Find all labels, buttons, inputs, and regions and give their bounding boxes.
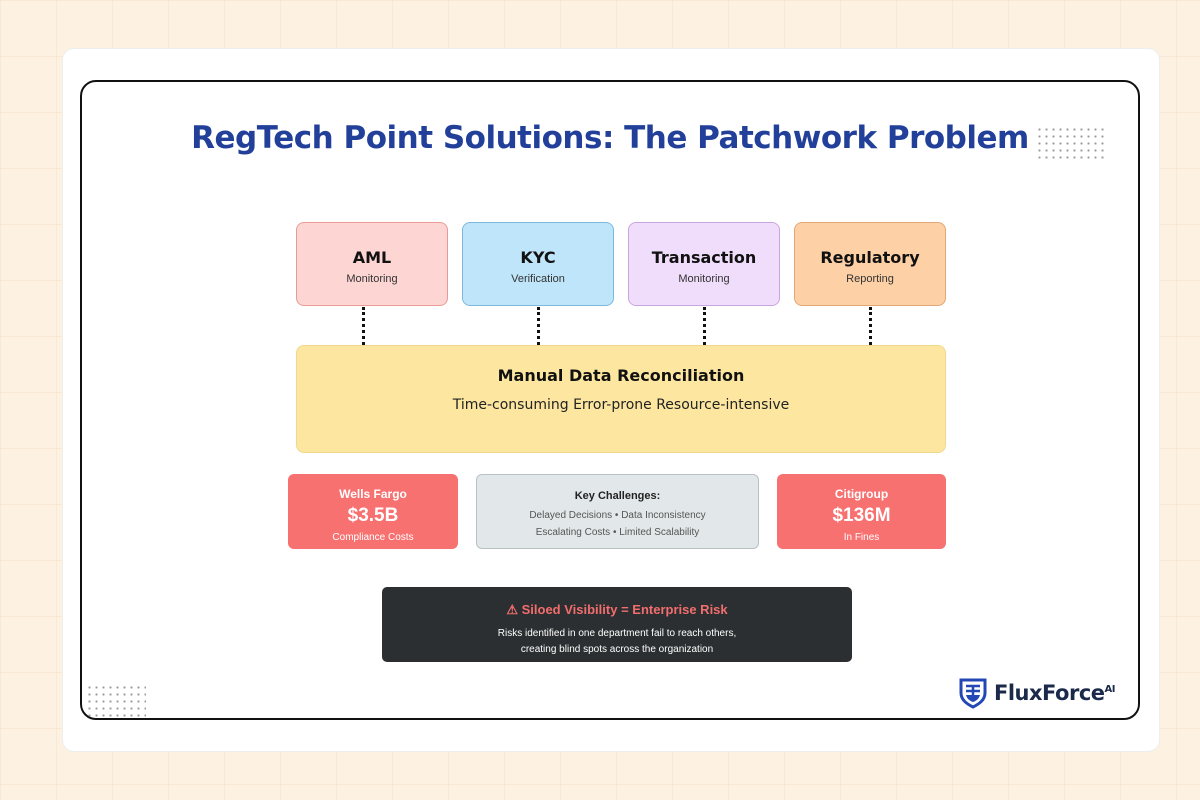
dotted-connector: [869, 307, 872, 345]
stat-label: Compliance Costs: [332, 532, 414, 543]
shield-icon: [959, 678, 987, 709]
stat-citigroup: Citigroup $136M In Fines: [777, 474, 946, 549]
module-title: Regulatory: [820, 248, 920, 267]
module-subtitle: Verification: [511, 273, 565, 285]
stat-label: In Fines: [843, 532, 880, 543]
stat-value: $3.5B: [347, 505, 399, 526]
module-subtitle: Monitoring: [678, 273, 730, 285]
module-subtitle: Reporting: [846, 273, 894, 285]
stat-company: Citigroup: [834, 487, 889, 501]
risk-callout: ⚠ Siloed Visibility = Enterprise Risk Ri…: [382, 587, 852, 662]
module-title: AML: [352, 248, 392, 267]
challenges-line: Delayed Decisions • Data Inconsistency: [529, 510, 706, 521]
logo-suffix: AI: [1104, 684, 1116, 695]
module-subtitle: Monitoring: [346, 273, 398, 285]
reconciliation-box: Manual Data Reconciliation Time-consumin…: [296, 345, 946, 453]
dotted-connector: [703, 307, 706, 345]
logo-text: FluxForce: [994, 681, 1105, 705]
dotted-connector: [362, 307, 365, 345]
risk-line: creating blind spots across the organiza…: [520, 644, 714, 655]
dotted-connector: [537, 307, 540, 345]
reconciliation-title: Manual Data Reconciliation: [497, 366, 745, 385]
reconciliation-desc: Time-consuming Error-prone Resource-inte…: [452, 397, 790, 413]
challenges-title: Key Challenges:: [574, 490, 661, 502]
dot-pattern: [1036, 126, 1104, 162]
risk-line: Risks identified in one department fail …: [497, 628, 737, 639]
stat-company: Wells Fargo: [339, 487, 407, 501]
module-title: Transaction: [651, 248, 757, 267]
risk-title: ⚠ Siloed Visibility = Enterprise Risk: [506, 602, 728, 617]
challenges-line: Escalating Costs • Limited Scalability: [535, 527, 700, 538]
stat-value: $136M: [832, 505, 891, 526]
dot-pattern: [86, 684, 146, 720]
fluxforce-logo: FluxForceAI: [958, 676, 1116, 710]
module-title: KYC: [520, 248, 556, 267]
key-challenges-box: Key Challenges: Delayed Decisions • Data…: [476, 474, 759, 549]
stat-wells-fargo: Wells Fargo $3.5B Compliance Costs: [288, 474, 458, 549]
module-kyc: KYC Verification: [462, 222, 614, 306]
page-title: RegTech Point Solutions: The Patchwork P…: [191, 120, 1029, 156]
module-aml: AML Monitoring: [296, 222, 448, 306]
